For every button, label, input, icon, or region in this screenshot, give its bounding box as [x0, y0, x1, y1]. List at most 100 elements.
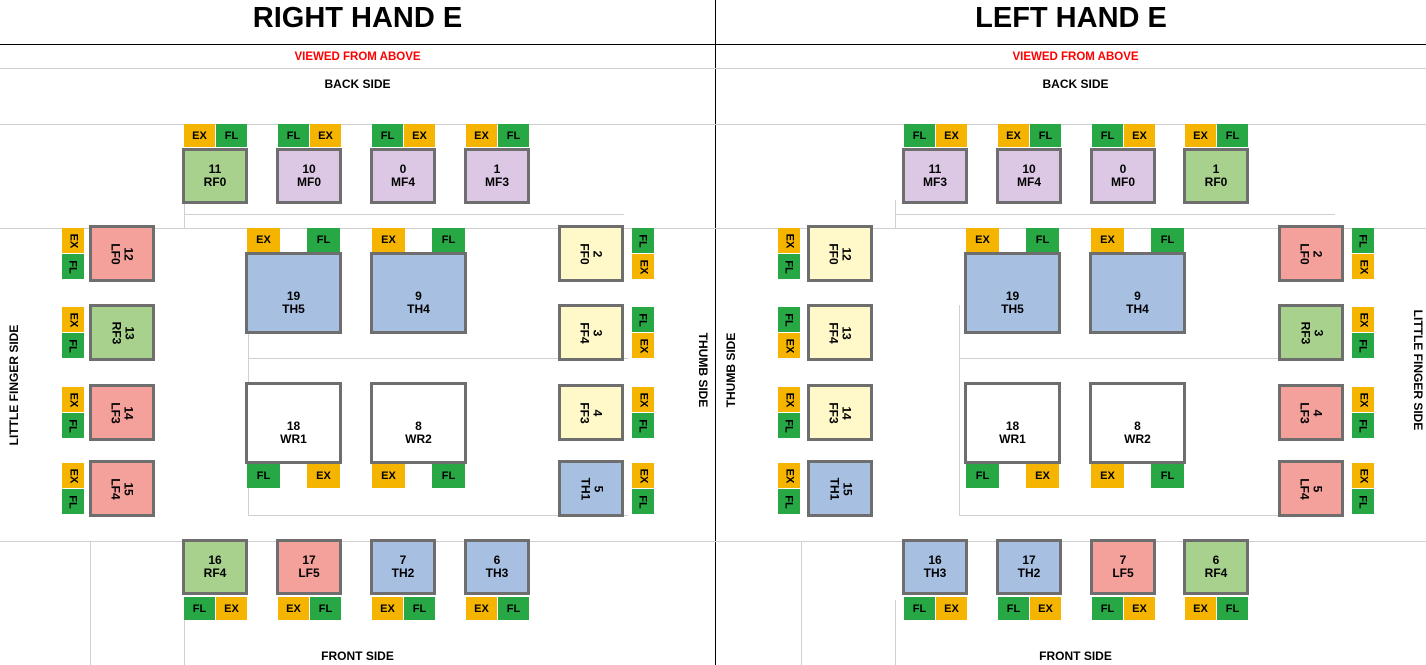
joint-name: TH5 — [282, 302, 305, 316]
joint-number: 6 — [1212, 553, 1220, 567]
joint-name: LF4 — [109, 477, 123, 500]
fl-tab: FL — [778, 254, 800, 279]
ex-tab: EX — [310, 124, 341, 147]
ex-tab: EX — [247, 228, 280, 252]
grid-line — [711, 68, 1426, 69]
joint-name: FF3 — [827, 401, 841, 424]
fl-tab: FL — [62, 333, 84, 358]
joint-name: TH1 — [577, 477, 592, 500]
ex-tab: EX — [184, 124, 215, 147]
ex-tab: EX — [216, 597, 247, 620]
fl-tab: FL — [1352, 489, 1374, 514]
ex-tab: EX — [632, 333, 654, 358]
joint-name: FF0 — [578, 242, 592, 265]
joint-number: 2 — [1311, 250, 1325, 257]
ex-tab: EX — [1185, 124, 1216, 147]
joint-number: 7 — [1119, 553, 1127, 567]
joint-number: 13 — [840, 325, 854, 340]
joint-name: FF3 — [578, 401, 592, 424]
fl-tab: FL — [247, 464, 280, 488]
front-side-label: FRONT SIDE — [1039, 649, 1112, 663]
ex-tab: EX — [1091, 464, 1124, 488]
ex-tab: EX — [632, 387, 654, 412]
grid-line — [959, 305, 960, 515]
ex-tab: EX — [778, 463, 800, 488]
fl-tab: FL — [1352, 333, 1374, 358]
fl-tab: FL — [310, 597, 341, 620]
joint-name: LF0 — [109, 242, 123, 265]
ex-tab: EX — [1352, 307, 1374, 332]
joint-name: MF4 — [1017, 175, 1041, 189]
ex-tab: EX — [1124, 597, 1155, 620]
grid-line — [711, 124, 1426, 125]
joint-name: FF0 — [827, 242, 841, 265]
joint-name: WR2 — [1124, 432, 1151, 446]
joint-number: 0 — [399, 162, 407, 176]
joint-name: TH1 — [826, 477, 841, 500]
joint-name: MF0 — [297, 175, 321, 189]
joint-name: RF4 — [203, 566, 227, 580]
fl-tab: FL — [1026, 228, 1059, 252]
fl-tab: FL — [1092, 124, 1123, 147]
joint-number: 3 — [1310, 329, 1325, 336]
grid-line — [248, 358, 628, 359]
grid-line — [184, 200, 185, 228]
ex-tab: EX — [1352, 254, 1374, 279]
joint-number: 18 — [1005, 419, 1020, 433]
grid-line — [711, 541, 1426, 542]
fl-tab: FL — [1151, 228, 1184, 252]
little-finger-side-label: LITTLE FINGER SIDE — [1411, 309, 1425, 431]
joint-number: 11 — [208, 162, 222, 176]
joint-number: 12 — [840, 246, 854, 261]
ex-tab: EX — [1352, 463, 1374, 488]
joint-number: 15 — [122, 481, 136, 496]
grid-line — [184, 600, 185, 665]
ex-tab: EX — [1026, 464, 1059, 488]
title-underline — [716, 44, 1426, 45]
joint-number: 4 — [591, 409, 605, 416]
ex-tab: EX — [62, 463, 84, 488]
grid-line — [0, 228, 715, 229]
ex-tab: EX — [372, 228, 405, 252]
fl-tab: FL — [498, 124, 529, 147]
fl-tab: FL — [1151, 464, 1184, 488]
ex-tab: EX — [62, 228, 84, 253]
joint-number: 1 — [1212, 162, 1220, 176]
joint-name: MF3 — [923, 175, 947, 189]
joint-name: TH3 — [923, 566, 947, 580]
ex-tab: EX — [966, 228, 999, 252]
fl-tab: FL — [966, 464, 999, 488]
grid-line — [895, 214, 1335, 215]
fl-tab: FL — [1352, 228, 1374, 253]
viewed-from-above-label: VIEWED FROM ABOVE — [1012, 51, 1139, 63]
ex-tab: EX — [1091, 228, 1124, 252]
ex-tab: EX — [1352, 387, 1374, 412]
ex-tab: EX — [778, 387, 800, 412]
fl-tab: FL — [1092, 597, 1123, 620]
ex-tab: EX — [632, 463, 654, 488]
grid-line — [0, 124, 715, 125]
joint-name: RF0 — [203, 175, 227, 189]
ex-tab: EX — [936, 597, 967, 620]
fl-tab: FL — [632, 413, 654, 438]
thumb-side-label: THUMB SIDE — [724, 332, 738, 408]
